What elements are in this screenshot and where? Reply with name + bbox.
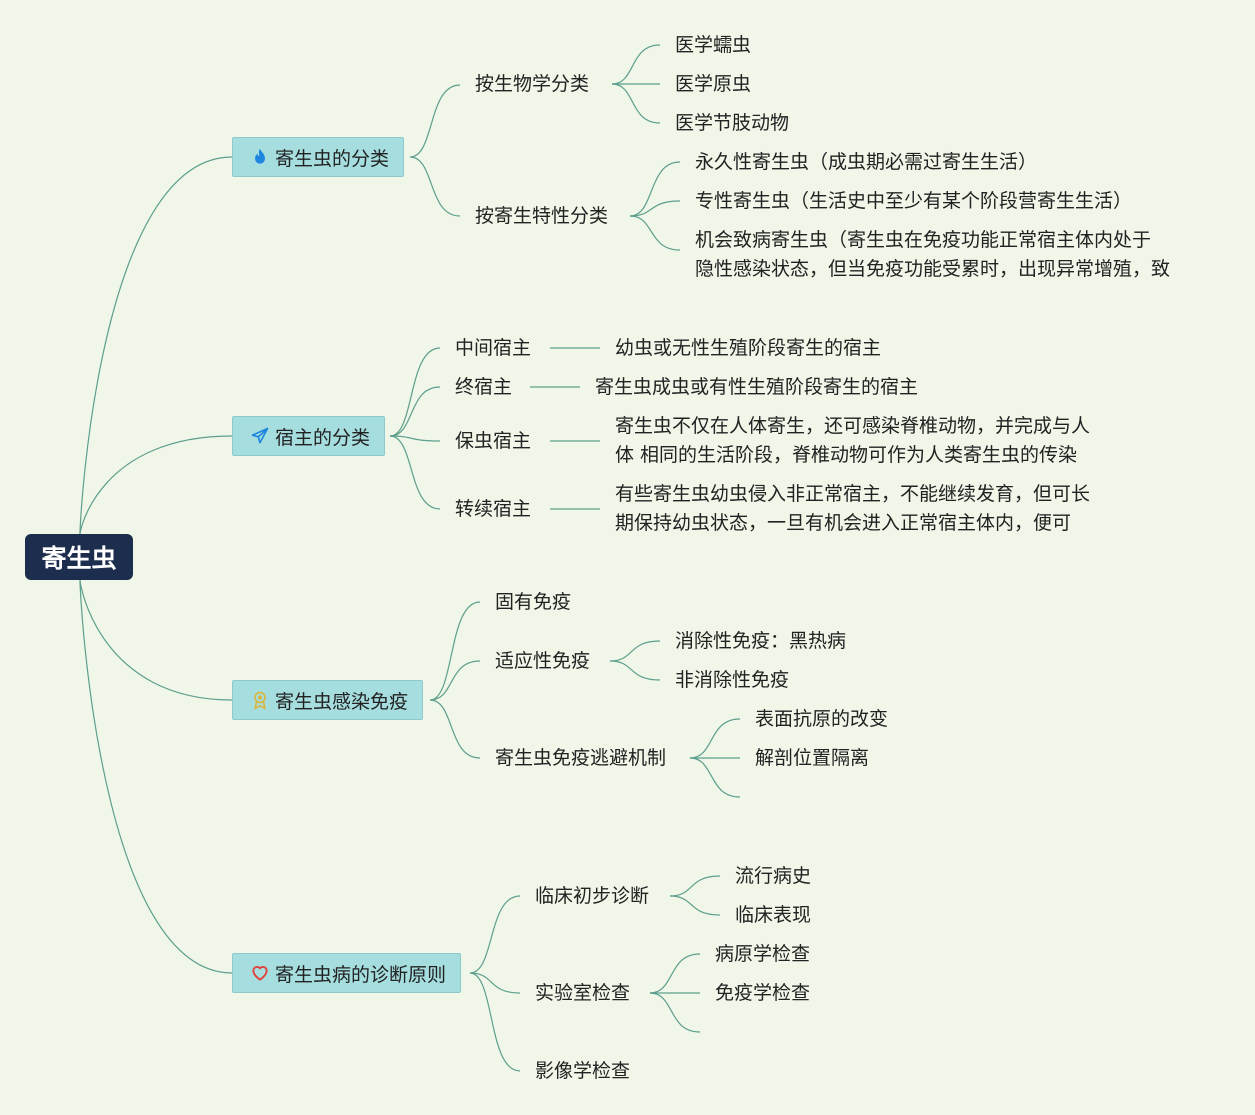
leaf-paratenic-host-desc[interactable]: 有些寄生虫幼虫侵入非正常宿主，不能继续发育，但可长 期保持幼虫状态，一旦有机会进…: [615, 480, 1090, 538]
connector-30: [469, 972, 521, 1072]
connector-1: [79, 435, 233, 535]
leaf-medical-helminths[interactable]: 医学蠕虫: [675, 34, 752, 56]
fire-icon: [249, 146, 271, 168]
subtopic-innate-immunity[interactable]: 固有免疫: [495, 591, 572, 613]
leaf-opportunistic-line-1: 机会致病寄生虫（寄生虫在免疫功能正常宿主体内处于: [695, 229, 1152, 251]
connector-28: [469, 895, 521, 974]
connector-31: [669, 875, 721, 897]
connector-12: [389, 347, 441, 437]
connector-27: [689, 757, 741, 798]
topic-immunity-label: 寄生虫感染免疫: [275, 690, 409, 713]
leaf-anatomical-isolation[interactable]: 解剖位置隔离: [755, 747, 870, 769]
connector-11: [629, 215, 681, 251]
leaf-medical-arthropods[interactable]: 医学节肢动物: [675, 112, 790, 134]
topic-classification-label: 寄生虫的分类: [275, 147, 390, 170]
connector-2: [79, 579, 233, 701]
subtopic-clinical-diagnosis[interactable]: 临床初步诊断: [535, 885, 650, 907]
subtopic-biological-classification[interactable]: 按生物学分类: [475, 73, 590, 95]
subtopic-reservoir-host[interactable]: 保虫宿主: [455, 430, 532, 452]
subtopic-parasitism-classification[interactable]: 按寄生特性分类: [475, 205, 609, 227]
topic-classification[interactable]: 寄生虫的分类: [232, 137, 405, 177]
leaf-reservoir-host-desc[interactable]: 寄生虫不仅在人体寄生，还可感染脊椎动物，并完成与人 体 相同的生活阶段，脊椎动物…: [615, 412, 1090, 470]
subtopic-laboratory-examination[interactable]: 实验室检查: [535, 982, 631, 1004]
leaf-paratenic-line-2: 期保持幼虫状态，一旦有机会进入正常宿主体内，便可: [615, 512, 1072, 534]
connector-35: [649, 992, 701, 1033]
connector-21: [429, 660, 481, 701]
root-node[interactable]: 寄生虫: [25, 534, 133, 580]
subtopic-adaptive-immunity[interactable]: 适应性免疫: [495, 650, 591, 672]
leaf-sterilizing-immunity[interactable]: 消除性免疫：黑热病: [675, 630, 847, 652]
leaf-non-sterilizing-immunity[interactable]: 非消除性免疫: [675, 669, 790, 691]
leaf-paratenic-line-1: 有些寄生虫幼虫侵入非正常宿主，不能继续发育，但可长: [615, 483, 1091, 505]
topic-diagnosis-label: 寄生虫病的诊断原则: [275, 963, 447, 986]
connector-25: [689, 718, 741, 759]
leaf-immunological-examination[interactable]: 免疫学检查: [715, 982, 811, 1004]
topic-host-label: 宿主的分类: [275, 426, 371, 449]
connector-23: [609, 640, 661, 662]
leaf-intermediate-host-desc[interactable]: 幼虫或无性生殖阶段寄生的宿主: [615, 337, 882, 359]
connector-0: [79, 156, 233, 535]
connector-29: [469, 972, 521, 994]
leaf-definitive-host-desc[interactable]: 寄生虫成虫或有性生殖阶段寄生的宿主: [595, 376, 919, 398]
connector-33: [649, 953, 701, 994]
leaf-etiological-examination[interactable]: 病原学检查: [715, 943, 811, 965]
leaf-opportunistic-parasite[interactable]: 机会致病寄生虫（寄生虫在免疫功能正常宿主体内处于 隐性感染状态，但当免疫功能受累…: [695, 226, 1170, 284]
subtopic-imaging-examination[interactable]: 影像学检查: [535, 1060, 631, 1082]
heart-icon: [249, 962, 271, 984]
connector-32: [669, 895, 721, 916]
connector-4: [409, 84, 461, 158]
leaf-epidemiological-history[interactable]: 流行病史: [735, 865, 812, 887]
connector-22: [429, 699, 481, 759]
award-medal-icon: [249, 689, 271, 711]
connector-5: [409, 156, 461, 217]
leaf-opportunistic-line-2: 隐性感染状态，但当免疫功能受累时，出现异常增殖，致: [695, 258, 1171, 280]
leaf-reservoir-line-2: 体 相同的生活阶段，脊椎动物可作为人类寄生虫的传染: [615, 444, 1078, 466]
leaf-obligatory-parasite[interactable]: 专性寄生虫（生活史中至少有某个阶段营寄生生活）: [695, 190, 1133, 212]
leaf-reservoir-line-1: 寄生虫不仅在人体寄生，还可感染脊椎动物，并完成与人: [615, 415, 1091, 437]
leaf-surface-antigen-change[interactable]: 表面抗原的改变: [755, 708, 889, 730]
connector-6: [611, 44, 661, 85]
topic-host[interactable]: 宿主的分类: [232, 416, 386, 456]
topic-immunity[interactable]: 寄生虫感染免疫: [232, 680, 424, 720]
topic-diagnosis[interactable]: 寄生虫病的诊断原则: [232, 953, 462, 993]
connector-15: [389, 435, 441, 510]
subtopic-immune-evasion[interactable]: 寄生虫免疫逃避机制: [495, 747, 667, 769]
connector-9: [629, 161, 681, 217]
subtopic-definitive-host[interactable]: 终宿主: [455, 376, 513, 398]
connector-8: [611, 83, 661, 124]
connector-14: [389, 435, 441, 442]
connector-20: [429, 601, 481, 701]
subtopic-intermediate-host[interactable]: 中间宿主: [455, 337, 532, 359]
paper-plane-icon: [249, 425, 271, 447]
leaf-permanent-parasite[interactable]: 永久性寄生虫（成虫期必需过寄生生活）: [695, 151, 1038, 173]
connector-13: [389, 386, 441, 437]
leaf-clinical-manifestation[interactable]: 临床表现: [735, 904, 812, 926]
leaf-medical-protozoa[interactable]: 医学原虫: [675, 73, 752, 95]
connector-24: [609, 660, 661, 681]
subtopic-paratenic-host[interactable]: 转续宿主: [455, 498, 532, 520]
connector-10: [629, 200, 681, 217]
connector-3: [79, 579, 233, 974]
